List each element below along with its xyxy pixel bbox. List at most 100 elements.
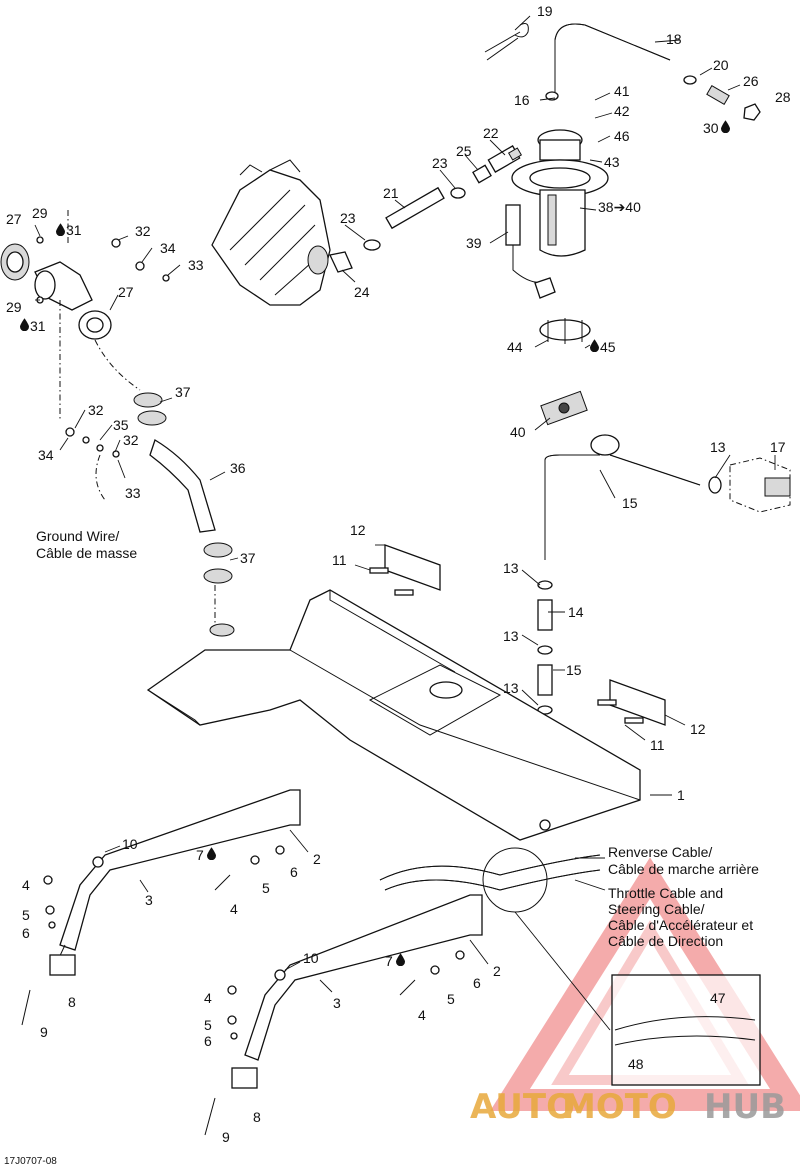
callout-46: 46 (614, 128, 630, 144)
callout-10: 10 (303, 950, 319, 966)
callout-42: 42 (614, 103, 630, 119)
callout-17: 17 (770, 439, 786, 455)
callout-26: 26 (743, 73, 759, 89)
callout-5: 5 (204, 1017, 212, 1033)
callout-5: 5 (22, 907, 30, 923)
watermark-auto: AUTO (470, 1087, 575, 1127)
callout-4: 4 (230, 901, 238, 917)
callout-41: 41 (614, 83, 630, 99)
callout-38-arrow-40: 38➔40 (598, 199, 641, 215)
callout-21: 21 (383, 185, 399, 201)
oil-drop-icon (56, 223, 65, 236)
callout-32: 32 (88, 402, 104, 418)
callout-14: 14 (568, 604, 584, 620)
callout-28: 28 (775, 89, 791, 105)
callout-27: 27 (6, 211, 22, 227)
callout-23: 23 (432, 155, 448, 171)
callout-13: 13 (710, 439, 726, 455)
callout-45: 45 (600, 339, 616, 355)
callout-31: 31 (30, 318, 46, 334)
callout-24: 24 (354, 284, 370, 300)
callout-30: 30 (703, 120, 719, 136)
watermark-hub: HUB (704, 1087, 786, 1127)
callout-7: 7 (385, 953, 393, 969)
callout-34: 34 (38, 447, 54, 463)
callout-35: 35 (113, 417, 129, 433)
callout-10: 10 (122, 836, 138, 852)
callout-2: 2 (493, 963, 501, 979)
callout-19: 19 (537, 3, 553, 19)
callout-15: 15 (566, 662, 582, 678)
callout-13: 13 (503, 680, 519, 696)
callout-5: 5 (447, 991, 455, 1007)
oil-drop-icon (20, 318, 29, 331)
callout-40: 40 (510, 424, 526, 440)
throttle-cable-label-2: Steering Cable/ (608, 901, 705, 917)
callout-labels: 1 2 2 3 3 4 4 4 4 5 5 5 5 6 6 6 6 7 7 8 … (6, 3, 791, 1145)
mounting-plates (369, 544, 666, 726)
callout-20: 20 (713, 57, 729, 73)
watermark-moto: MOTO (562, 1087, 677, 1127)
reverse-cable-label: Renverse Cable/ (608, 844, 712, 860)
callout-25: 25 (456, 143, 472, 159)
fill-hose (133, 392, 233, 625)
ground-wire-label-fr: Câble de masse (36, 545, 137, 561)
watermark-wordmark: AUTO MOTO HUB (470, 1087, 786, 1127)
callout-9: 9 (222, 1129, 230, 1145)
throttle-cable-label-3: Câble d'Accélérateur et (608, 917, 753, 933)
callout-33: 33 (188, 257, 204, 273)
callout-32: 32 (123, 432, 139, 448)
oil-drop-icon (396, 953, 405, 966)
callout-18: 18 (666, 31, 682, 47)
callout-4: 4 (204, 990, 212, 1006)
callout-15: 15 (622, 495, 638, 511)
callout-37: 37 (240, 550, 256, 566)
fuel-tank (146, 589, 641, 841)
callout-8: 8 (68, 994, 76, 1010)
callout-34: 34 (160, 240, 176, 256)
drawing-code: 17J0707-08 (4, 1156, 57, 1167)
callout-13: 13 (503, 628, 519, 644)
oil-drop-icon (721, 120, 730, 133)
callout-7: 7 (196, 847, 204, 863)
callout-12: 12 (690, 721, 706, 737)
callout-1: 1 (677, 787, 685, 803)
ground-wire-label: Ground Wire/ (36, 528, 119, 544)
fuel-pump-module (505, 129, 609, 426)
leader-lines (34, 15, 776, 993)
tank-strap-set-upper (21, 789, 301, 1026)
callout-33: 33 (125, 485, 141, 501)
left-fitting-assembly (0, 210, 170, 420)
callout-37: 37 (175, 384, 191, 400)
oil-drop-icon (207, 847, 216, 860)
callout-36: 36 (230, 460, 246, 476)
fuel-gauge-wire (484, 23, 761, 121)
callout-23: 23 (340, 210, 356, 226)
callout-6: 6 (22, 925, 30, 941)
vent-hose-assembly (537, 434, 791, 820)
callout-9: 9 (40, 1024, 48, 1040)
callout-22: 22 (483, 125, 499, 141)
fuel-line-assembly (329, 145, 523, 273)
callout-11: 11 (332, 552, 347, 568)
callout-12: 12 (350, 522, 366, 538)
callout-48: 48 (628, 1056, 644, 1072)
tank-strap-set-lower (204, 894, 483, 1136)
callout-4: 4 (418, 1007, 426, 1023)
callout-47: 47 (710, 990, 726, 1006)
callout-27: 27 (118, 284, 134, 300)
callout-16: 16 (514, 92, 530, 108)
callout-6: 6 (204, 1033, 212, 1049)
callout-8: 8 (253, 1109, 261, 1125)
annotation-notes: Ground Wire/ Câble de masse Renverse Cab… (4, 528, 759, 1167)
callout-29: 29 (6, 299, 22, 315)
callout-6: 6 (290, 864, 298, 880)
callout-44: 44 (507, 339, 523, 355)
callout-43: 43 (604, 154, 620, 170)
callout-39: 39 (466, 235, 482, 251)
throttle-cable-label-4: Câble de Direction (608, 933, 723, 949)
callout-13: 13 (503, 560, 519, 576)
engine-block (211, 159, 331, 306)
reverse-cable-label-fr: Câble de marche arrière (608, 861, 759, 877)
